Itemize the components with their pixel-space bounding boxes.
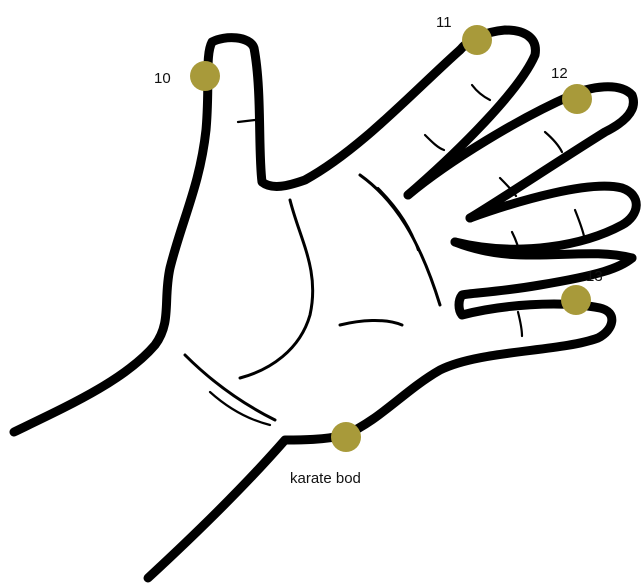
life-line-crease: [185, 355, 275, 420]
finger-joint-crease-4: [545, 132, 562, 152]
index-finger-outline: [408, 30, 535, 195]
point-12-label: 12: [551, 65, 568, 82]
point-13-label: 13: [586, 268, 603, 285]
point-10: 10: [154, 61, 220, 91]
hand-outline: [14, 30, 636, 578]
point-karate-bod-label: karate bod: [290, 470, 361, 487]
point-karate-bod-marker: [331, 422, 361, 452]
little-finger-outline: [148, 258, 632, 578]
finger-joint-crease-2: [472, 85, 490, 100]
finger-joint-crease-6: [575, 210, 584, 236]
point-10-label: 10: [154, 70, 171, 87]
finger-joint-crease-3: [425, 135, 444, 150]
thumb-base-crease: [240, 200, 313, 378]
heart-line-crease: [340, 320, 402, 325]
finger-joint-crease-1: [238, 120, 255, 122]
palm-edge-crease: [360, 175, 440, 305]
point-10-marker: [190, 61, 220, 91]
thumb-outline: [14, 38, 460, 432]
point-12-marker: [562, 84, 592, 114]
finger-joint-crease-8: [518, 312, 522, 336]
point-11-label: 11: [436, 14, 452, 31]
point-13-marker: [561, 285, 591, 315]
point-karate-bod: karate bod: [290, 422, 361, 487]
point-11-marker: [462, 25, 492, 55]
wrist-crease: [210, 392, 270, 425]
ring-finger-outline: [455, 186, 636, 249]
